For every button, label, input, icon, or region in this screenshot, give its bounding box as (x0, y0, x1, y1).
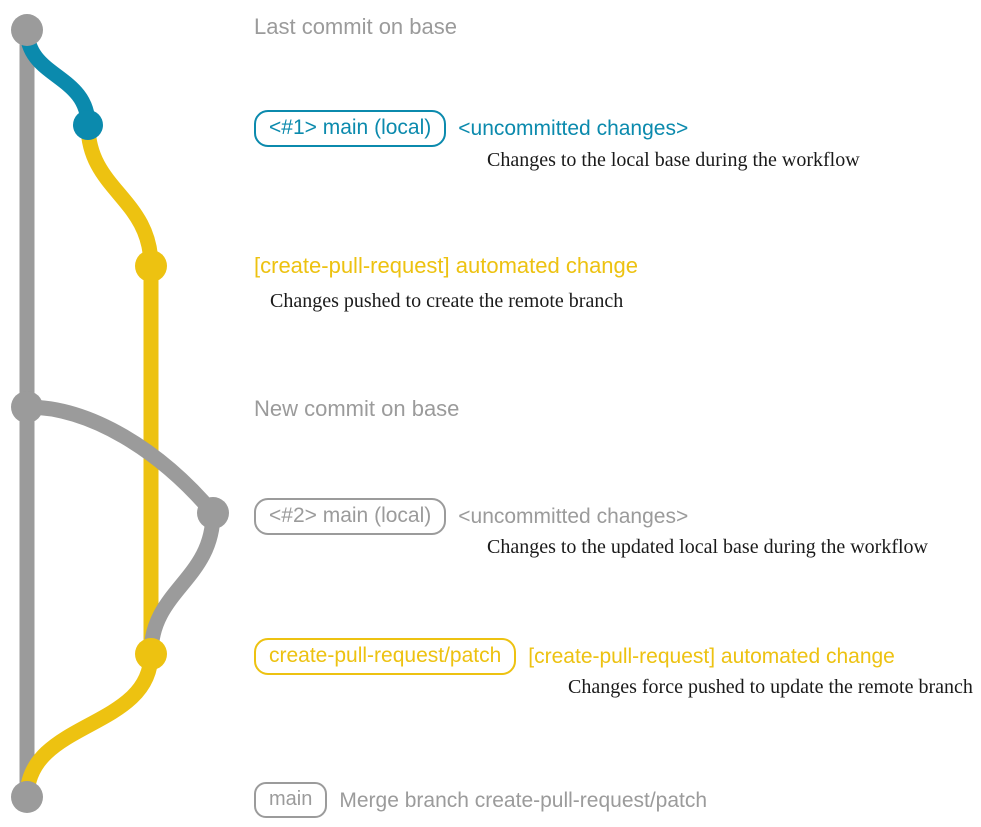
node-remote-update[interactable] (135, 638, 167, 670)
node-merge-main[interactable] (11, 781, 43, 813)
commit-subject-local-2: <uncommitted changes> (458, 505, 689, 528)
node-local-commit-1[interactable] (73, 110, 103, 140)
node-remote-create[interactable] (135, 250, 167, 282)
ref-chip-main-local-1[interactable]: <#1> main (local) (254, 110, 447, 147)
node-base-last[interactable] (11, 14, 43, 46)
ref-chip-main[interactable]: main (254, 782, 328, 818)
edge-local1-to-remote (80, 117, 159, 274)
annotation-new-commit-on-base: New commit on base (254, 398, 459, 420)
annotation-local-commit-2: <#2> main (local) <uncommitted changes> (254, 498, 688, 535)
ref-chip-main-local-2[interactable]: <#2> main (local) (254, 498, 447, 535)
ref-chip-create-pull-request-patch[interactable]: create-pull-request/patch (254, 638, 517, 675)
commit-subject-base-new: New commit on base (254, 396, 460, 421)
git-graph-nodes (11, 14, 229, 813)
annotation-last-commit-on-base: Last commit on base (254, 16, 457, 38)
commit-subject-merge: Merge branch create-pull-request/patch (339, 788, 708, 812)
annotation-remote-update: create-pull-request/patch [create-pull-r… (254, 638, 895, 675)
commit-description-remote-update: Changes force pushed to update the remot… (568, 676, 973, 698)
annotation-remote-create: [create-pull-request] automated change (254, 255, 638, 277)
node-local-commit-2[interactable] (197, 497, 229, 529)
annotation-local-commit-1: <#1> main (local) <uncommitted changes> (254, 110, 688, 147)
commit-subject-remote-create: [create-pull-request] automated change (254, 253, 639, 278)
commit-subject-local-1: <uncommitted changes> (458, 117, 689, 140)
commit-description-remote-create: Changes pushed to create the remote bran… (270, 290, 624, 312)
commit-description-local-1: Changes to the local base during the wor… (487, 149, 860, 171)
annotation-merge-commit: main Merge branch create-pull-request/pa… (254, 782, 707, 818)
commit-description-local-2: Changes to the updated local base during… (487, 536, 928, 558)
commit-subject-remote-update: [create-pull-request] automated change (528, 645, 895, 668)
edge-base-to-local2 (19, 399, 221, 521)
edge-local2-to-remote-update (143, 505, 221, 662)
edge-remote-update-to-merge (19, 646, 159, 805)
node-base-new[interactable] (11, 391, 43, 423)
commit-subject-base-last: Last commit on base (254, 14, 457, 39)
